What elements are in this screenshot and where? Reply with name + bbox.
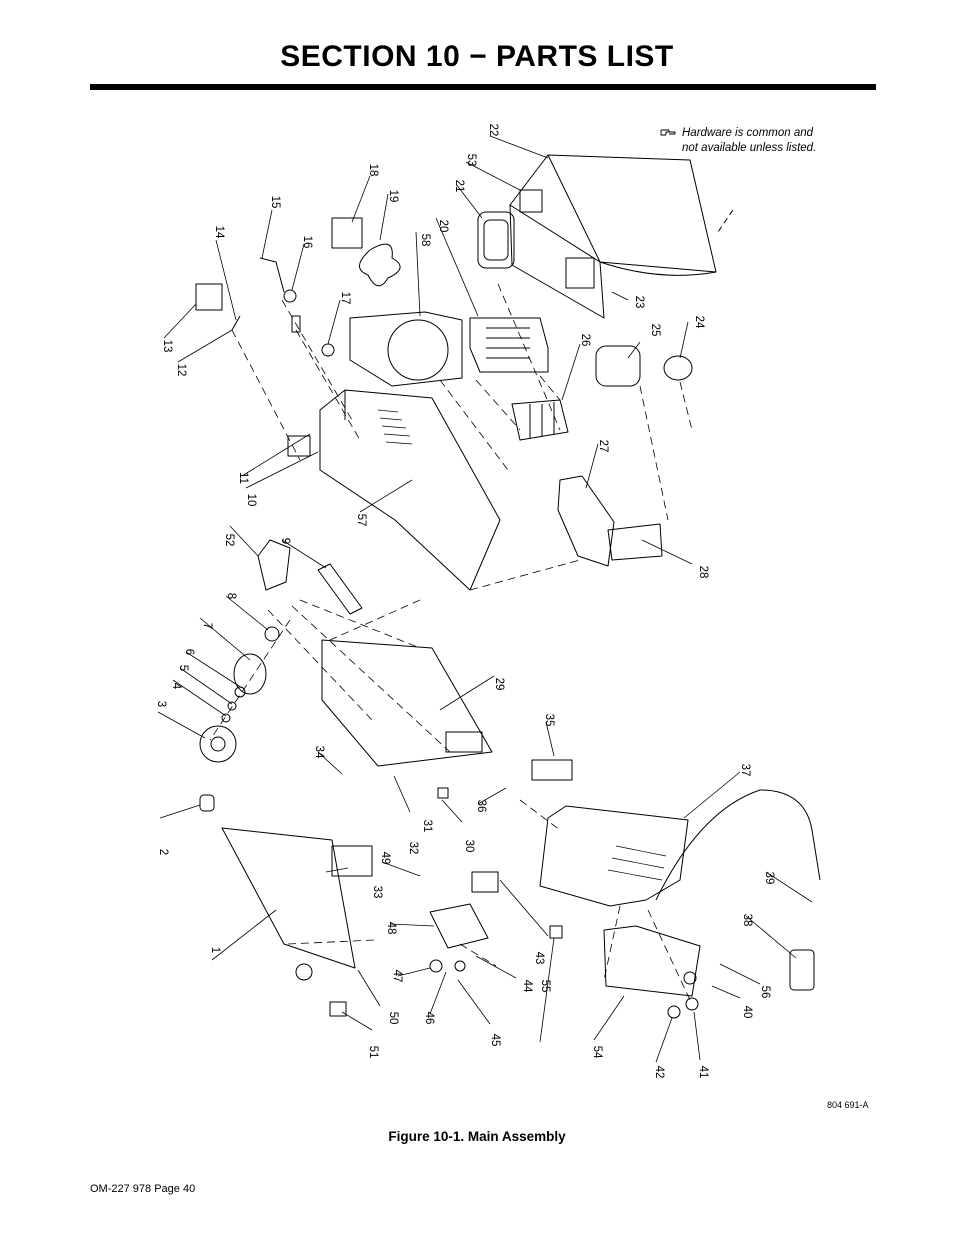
callout-34: 34 bbox=[313, 746, 325, 759]
callout-31: 31 bbox=[421, 820, 433, 833]
wire-guide-part bbox=[195, 283, 223, 311]
wire-feed-assembly-part bbox=[429, 903, 489, 949]
callout-42: 42 bbox=[653, 1066, 665, 1079]
top-cover-part bbox=[509, 154, 717, 319]
callout-19: 19 bbox=[387, 190, 399, 203]
callout-7: 7 bbox=[201, 623, 213, 629]
callout-12: 12 bbox=[175, 364, 187, 377]
drive-roll-part bbox=[264, 626, 280, 642]
rear-panel-part bbox=[321, 639, 493, 767]
capacitor-part bbox=[595, 345, 641, 387]
inlet-guide-part bbox=[471, 871, 499, 893]
callout-37: 37 bbox=[739, 764, 751, 777]
callout-38: 38 bbox=[741, 914, 753, 927]
callout-49: 49 bbox=[379, 852, 391, 865]
callout-10: 10 bbox=[245, 494, 257, 507]
callout-45: 45 bbox=[489, 1034, 501, 1047]
drawing-number: 804 691-A bbox=[827, 1100, 869, 1110]
callout-44: 44 bbox=[521, 980, 533, 993]
callout-21: 21 bbox=[453, 180, 465, 193]
callout-6: 6 bbox=[183, 649, 195, 655]
callout-18: 18 bbox=[367, 164, 379, 177]
callout-23: 23 bbox=[633, 296, 645, 309]
page-footer: OM-227 978 Page 40 bbox=[90, 1183, 196, 1195]
base-chassis-part bbox=[319, 389, 501, 591]
side-panel-part bbox=[221, 827, 356, 969]
knob-part bbox=[199, 794, 215, 812]
handle-part bbox=[477, 211, 515, 269]
callout-22: 22 bbox=[487, 124, 499, 137]
callout-57: 57 bbox=[355, 514, 367, 527]
reactor-part bbox=[511, 399, 569, 441]
callout-32: 32 bbox=[407, 842, 419, 855]
motor-housing-part bbox=[233, 653, 267, 695]
callout-20: 20 bbox=[437, 220, 449, 233]
callout-25: 25 bbox=[649, 324, 661, 337]
callout-27: 27 bbox=[597, 440, 609, 453]
hardware-note-line1: Hardware is common and bbox=[682, 127, 814, 139]
callout-53: 53 bbox=[465, 154, 477, 167]
lower-panel-part bbox=[603, 925, 701, 997]
section-title: SECTION 10 − PARTS LIST bbox=[280, 40, 674, 73]
title-rule bbox=[90, 84, 876, 90]
callout-35: 35 bbox=[543, 714, 555, 727]
rotary-switch-part bbox=[531, 759, 573, 781]
callout-48: 48 bbox=[385, 922, 397, 935]
callout-28: 28 bbox=[697, 566, 709, 579]
callout-55: 55 bbox=[539, 980, 551, 993]
cover-label-53 bbox=[519, 189, 543, 213]
callout-13: 13 bbox=[161, 340, 173, 353]
callout-51: 51 bbox=[367, 1046, 379, 1059]
callout-50: 50 bbox=[387, 1012, 399, 1025]
hardware-note-line2: not available unless listed. bbox=[682, 142, 817, 154]
gun-cable-part bbox=[655, 789, 821, 901]
callout-54: 54 bbox=[591, 1046, 603, 1059]
pointing-hand-icon bbox=[660, 129, 676, 136]
callout-47: 47 bbox=[391, 970, 403, 983]
pc-board-part bbox=[557, 475, 615, 567]
fan-shroud-part bbox=[349, 311, 463, 387]
bracket-part bbox=[607, 523, 663, 561]
ground-clamp-part bbox=[789, 949, 815, 991]
callout-4: 4 bbox=[170, 683, 182, 690]
callout-33: 33 bbox=[371, 886, 383, 899]
gear-motor-part bbox=[257, 539, 291, 591]
callout-8: 8 bbox=[225, 593, 237, 599]
callout-52: 52 bbox=[223, 534, 235, 547]
callout-2: 2 bbox=[157, 849, 169, 855]
callout-14: 14 bbox=[213, 226, 225, 239]
callout-29: 29 bbox=[493, 678, 505, 691]
front-panel-part bbox=[539, 805, 689, 907]
callout-17: 17 bbox=[339, 292, 351, 305]
cover-plate-part bbox=[317, 563, 363, 615]
callout-26: 26 bbox=[579, 334, 591, 347]
wire-spool-part bbox=[199, 725, 237, 763]
callout-56: 56 bbox=[759, 986, 771, 999]
callout-46: 46 bbox=[423, 1012, 435, 1025]
callout-5: 5 bbox=[177, 665, 189, 671]
label-33 bbox=[331, 845, 373, 877]
cover-label-23 bbox=[565, 257, 595, 289]
callout-39: 39 bbox=[763, 872, 775, 885]
callout-1: 1 bbox=[209, 947, 221, 953]
rectifier-part bbox=[287, 435, 311, 457]
callout-9: 9 bbox=[279, 538, 291, 544]
figure-caption: Figure 10-1. Main Assembly bbox=[388, 1129, 566, 1144]
callout-43: 43 bbox=[533, 952, 545, 965]
callout-24: 24 bbox=[693, 316, 705, 329]
transformer-part bbox=[469, 317, 549, 373]
callout-40: 40 bbox=[741, 1006, 753, 1019]
callout-16: 16 bbox=[301, 236, 313, 249]
callout-30: 30 bbox=[463, 840, 475, 853]
callout-15: 15 bbox=[269, 196, 281, 209]
callout-11: 11 bbox=[237, 472, 249, 484]
fan-blade-part bbox=[359, 243, 401, 287]
callout-41: 41 bbox=[697, 1066, 709, 1079]
capacitor-bracket-part bbox=[663, 355, 693, 381]
callout-3: 3 bbox=[155, 701, 167, 707]
callout-36: 36 bbox=[475, 800, 487, 813]
callout-58: 58 bbox=[419, 234, 431, 247]
fan-motor-part bbox=[331, 217, 363, 249]
